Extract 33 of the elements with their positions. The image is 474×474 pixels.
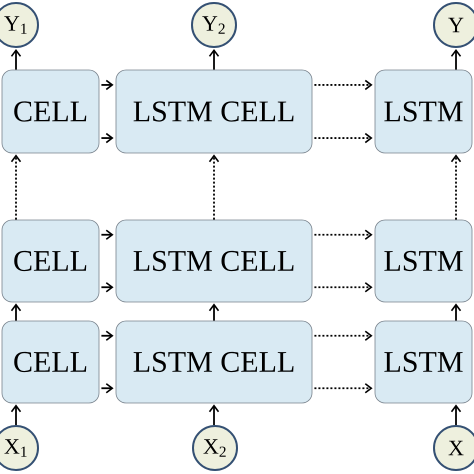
- arrow: [314, 132, 373, 144]
- arrow: [10, 303, 22, 321]
- lstm-cell-box: LSTM CELL: [116, 320, 312, 404]
- arrow: [208, 154, 220, 220]
- arrow: [314, 383, 373, 394]
- arrow: [450, 303, 462, 321]
- arrow: [10, 49, 22, 70]
- arrow: [450, 154, 462, 220]
- arrow: [101, 282, 114, 292]
- lstm-cell-box: CELL: [2, 320, 100, 404]
- lstm-cell-box: CELL: [2, 70, 100, 154]
- arrow: [101, 330, 114, 341]
- arrow: [314, 80, 373, 90]
- lstm-cell-box: LSTM: [374, 220, 472, 302]
- arrow: [101, 80, 114, 90]
- lstm-cell-box: LSTM CELL: [116, 220, 312, 302]
- arrow: [450, 404, 462, 425]
- arrow: [208, 404, 220, 425]
- arrow: [208, 49, 220, 70]
- arrow: [101, 230, 114, 240]
- arrow: [314, 230, 373, 240]
- arrow: [10, 154, 22, 220]
- arrow: [450, 49, 462, 70]
- lstm-cell-box: LSTM: [374, 70, 472, 154]
- arrow: [101, 132, 114, 144]
- arrow: [314, 282, 373, 292]
- arrow: [208, 303, 220, 321]
- arrow: [101, 383, 114, 394]
- arrow: [10, 404, 22, 425]
- arrow: [314, 330, 373, 341]
- lstm-cell-box: LSTM CELL: [116, 70, 312, 154]
- lstm-cell-box: CELL: [2, 220, 100, 302]
- lstm-cell-box: LSTM: [374, 320, 472, 404]
